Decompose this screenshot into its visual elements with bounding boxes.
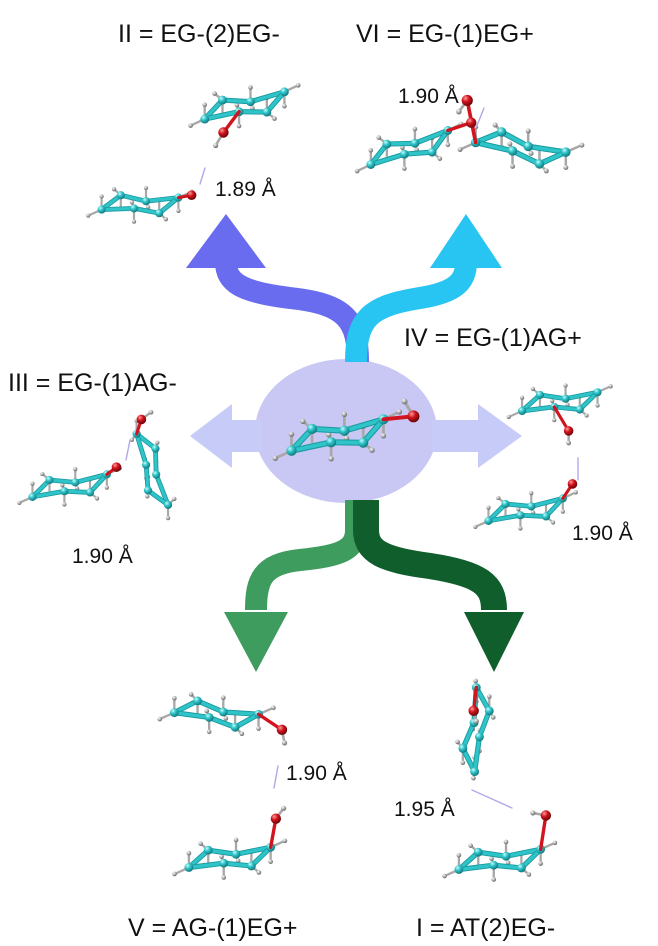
molecules <box>17 82 613 882</box>
label-II: II = EG-(2)EG- <box>118 20 280 48</box>
molecule-III-right <box>129 409 177 521</box>
distance-II: 1.89 Å <box>215 178 276 201</box>
labels: II = EG-(2)EG- VI = EG-(1)EG+ III = EG-(… <box>8 20 633 942</box>
arrow-to-IV <box>432 404 522 468</box>
molecule-V-lower <box>172 805 288 880</box>
molecule-IV-lower <box>473 479 578 531</box>
label-I: I = AT(2)EG- <box>416 914 555 942</box>
center-molecule <box>272 398 420 462</box>
distance-VI: 1.90 Å <box>398 85 459 108</box>
molecule-II-lower <box>86 185 197 224</box>
distance-V: 1.90 Å <box>286 762 347 785</box>
arrows <box>186 214 524 672</box>
distance-III: 1.90 Å <box>72 545 133 568</box>
molecule-V-upper <box>157 692 288 746</box>
arrow-to-III <box>190 404 262 468</box>
arrow-to-VI <box>345 261 477 363</box>
arrow-to-II <box>215 261 369 363</box>
distance-I: 1.95 Å <box>394 798 455 821</box>
molecule-III-left <box>17 462 122 507</box>
label-VI: VI = EG-(1)EG+ <box>356 20 534 48</box>
molecule-II-upper <box>188 82 301 149</box>
molecule-VI-left <box>354 117 477 174</box>
distance-IV: 1.90 Å <box>572 522 633 545</box>
arrow-to-I <box>353 500 507 611</box>
molecule-I-upper <box>455 678 496 781</box>
arrow-to-V <box>245 500 367 611</box>
label-V: V = AG-(1)EG+ <box>128 914 298 942</box>
molecule-I-lower <box>442 810 558 882</box>
label-IV: IV = EG-(1)AG+ <box>404 324 582 352</box>
label-III: III = EG-(1)AG- <box>8 369 177 397</box>
molecule-IV-upper <box>506 383 613 446</box>
molecule-VI-right <box>456 94 585 174</box>
